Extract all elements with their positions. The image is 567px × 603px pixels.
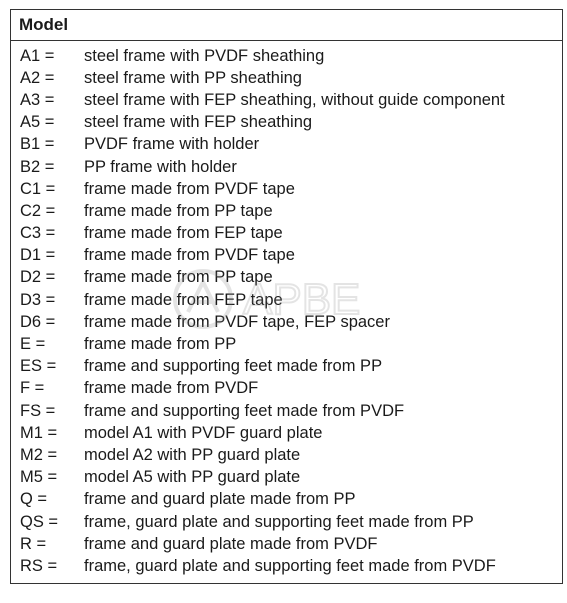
model-table: Model A1 = steel frame with PVDF sheathin… [10,9,563,584]
model-description: frame made from FEP tape [84,290,283,309]
model-description: steel frame with FEP sheathing, without … [84,90,505,109]
table-body: A1 = steel frame with PVDF sheathing A2 = s… [11,41,562,578]
model-code: D1 = [20,246,56,265]
model-code: C3 = [20,224,56,243]
model-code: FS = [20,401,56,420]
table-row: R = frame and guard plate made from PVDF [11,533,562,555]
table-row: RS = frame, guard plate and supporting fe… [11,555,562,577]
model-description: steel frame with PP sheathing [84,68,302,87]
model-description: frame made from PVDF [84,379,259,398]
model-description: model A1 with PVDF guard plate [84,423,323,442]
model-code: C1 = [20,179,56,198]
table-row: M5 = model A5 with PP guard plate [11,467,562,489]
model-code: M5 = [20,468,58,487]
model-description: steel frame with PVDF sheathing [84,46,325,65]
table-row: ES = frame and supporting feet made from … [11,356,562,378]
model-code: RS = [20,556,58,575]
table-row: B1 = PVDF frame with holder [11,134,562,156]
table-row: QS = frame, guard plate and supporting fe… [11,511,562,533]
table-row: FS = frame and supporting feet made from … [11,400,562,422]
model-description: frame made from PP [84,335,237,354]
model-code: A1 = [20,46,55,65]
table-row: F = frame made from PVDF [11,378,562,400]
model-description: model A2 with PP guard plate [84,445,301,464]
header-title: Model [19,15,69,34]
model-description: frame made from PVDF tape [84,179,295,198]
model-code: E = [20,335,46,354]
model-description: PP frame with holder [84,157,237,176]
table-row: A2 = steel frame with PP sheathing [11,67,562,89]
table-row: D2 = frame made from PP tape [11,267,562,289]
model-description: frame, guard plate and supporting feet m… [84,512,474,531]
model-code: M2 = [20,445,58,464]
table-row: A3 = steel frame with FEP sheathing, with… [11,89,562,111]
table-row: D3 = frame made from FEP tape [11,289,562,311]
model-code: M1 = [20,423,58,442]
table-row: C1 = frame made from PVDF tape [11,178,562,200]
model-code: D3 = [20,290,56,309]
model-code: A5 = [20,113,55,132]
model-description: frame made from PP tape [84,201,273,220]
table-row: M1 = model A1 with PVDF guard plate [11,422,562,444]
table-row: M2 = model A2 with PP guard plate [11,444,562,466]
model-description: frame made from PP tape [84,268,273,287]
model-code: ES = [20,357,57,376]
table-row: Q = frame and guard plate made from PP [11,489,562,511]
model-description: model A5 with PP guard plate [84,468,301,487]
model-description: frame and guard plate made from PVDF [84,534,378,553]
model-code: QS = [20,512,59,531]
table-header: Model [11,10,562,41]
model-code: A3 = [20,90,55,109]
model-description: frame and supporting feet made from PVDF [84,401,405,420]
table-row: A1 = steel frame with PVDF sheathing [11,45,562,67]
model-code: A2 = [20,68,55,87]
model-code: B2 = [20,157,55,176]
model-description: PVDF frame with holder [84,135,260,154]
model-description: frame and supporting feet made from PP [84,357,383,376]
table-row: D1 = frame made from PVDF tape [11,245,562,267]
model-code: R = [20,534,47,553]
model-code: B1 = [20,135,55,154]
model-description: frame, guard plate and supporting feet m… [84,556,496,575]
model-description: frame made from PVDF tape, FEP spacer [84,312,390,331]
model-description: steel frame with FEP sheathing [84,113,313,132]
model-description: frame and guard plate made from PP [84,490,356,509]
model-code: C2 = [20,201,56,220]
table-row: D6 = frame made from PVDF tape, FEP space… [11,311,562,333]
table-row: A5 = steel frame with FEP sheathing [11,112,562,134]
model-description: frame made from PVDF tape [84,246,295,265]
table-row: E = frame made from PP [11,333,562,355]
model-code: F = [20,379,45,398]
model-code: Q = [20,490,48,509]
model-code: D6 = [20,312,56,331]
table-row: C3 = frame made from FEP tape [11,223,562,245]
model-description: frame made from FEP tape [84,224,283,243]
model-code: D2 = [20,268,56,287]
table-row: B2 = PP frame with holder [11,156,562,178]
table-row: C2 = frame made from PP tape [11,200,562,222]
